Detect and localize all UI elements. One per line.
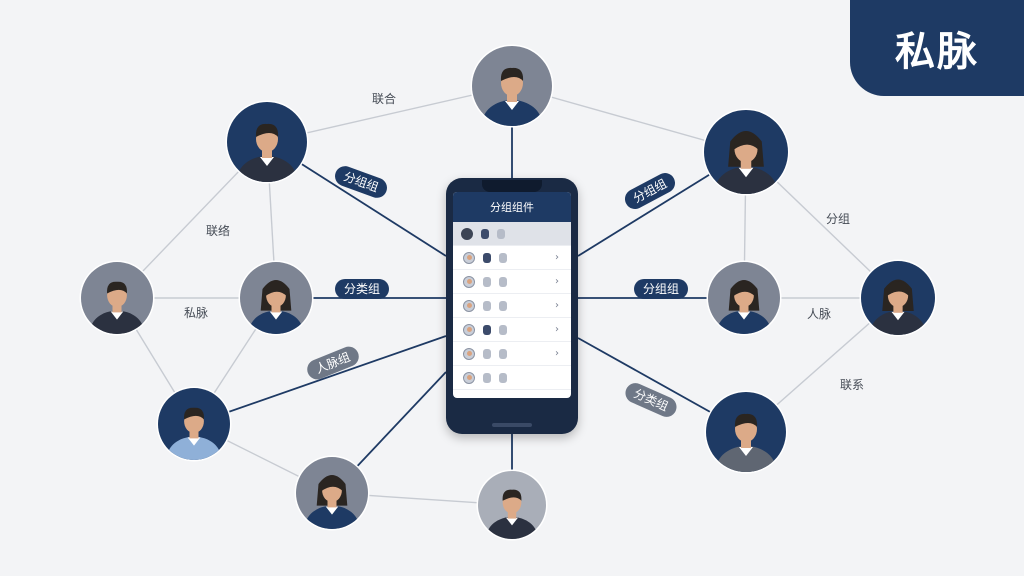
contact-top-left-avatar[interactable]	[225, 100, 309, 205]
group-tag-mid-left[interactable]: 分类组	[335, 279, 390, 299]
list-placeholder-bar	[483, 372, 491, 383]
link-label-right-mid: 人脉	[807, 307, 832, 321]
list-placeholder-bar	[499, 276, 507, 287]
link-label-right-lower: 联系	[840, 378, 865, 392]
group-tag-mid-right[interactable]: 分组组	[634, 279, 689, 299]
contact-top-center-avatar[interactable]	[470, 44, 554, 149]
contact-list-item[interactable]: ›	[453, 270, 571, 294]
list-placeholder-bar	[499, 300, 507, 311]
link-label-left-mid: 私脉	[184, 306, 209, 320]
list-avatar-icon	[463, 299, 475, 312]
list-placeholder-bar	[483, 324, 491, 335]
list-avatar-icon	[463, 323, 475, 336]
contact-list-item[interactable]: ›	[453, 342, 571, 366]
contact-bottom-left-avatar[interactable]	[294, 455, 370, 549]
brand-title: 私脉	[895, 29, 979, 75]
contact-left-outer-avatar[interactable]	[79, 260, 155, 354]
phone-connection-line	[193, 335, 447, 425]
contact-bottom-center-avatar[interactable]	[476, 469, 548, 558]
list-placeholder-bar	[499, 348, 507, 359]
link-label-left-upper: 联络	[206, 224, 231, 238]
contact-list-item[interactable]	[453, 366, 571, 390]
contact-right-outer-avatar[interactable]	[859, 259, 937, 356]
chevron-right-icon: ›	[555, 300, 559, 311]
contact-list-item[interactable]	[453, 222, 571, 246]
brand-badge: 私脉	[850, 0, 1024, 96]
contact-list-item[interactable]: ›	[453, 318, 571, 342]
list-placeholder-bar	[481, 228, 489, 239]
list-avatar-icon	[461, 227, 473, 240]
contact-lower-left-avatar[interactable]	[156, 386, 232, 480]
contact-avatars	[79, 44, 937, 558]
chevron-right-icon: ›	[555, 276, 559, 287]
list-avatar-icon	[463, 251, 475, 264]
list-placeholder-bar	[483, 276, 491, 287]
contact-list-item[interactable]: ›	[453, 246, 571, 270]
list-placeholder-bar	[483, 300, 491, 311]
list-placeholder-bar	[499, 252, 507, 263]
contact-lower-right-avatar[interactable]	[704, 390, 788, 495]
list-placeholder-bar	[483, 348, 491, 359]
contact-right-inner-avatar[interactable]	[706, 260, 782, 354]
list-placeholder-bar	[499, 324, 507, 335]
chevron-right-icon: ›	[555, 348, 559, 359]
contact-list: › › › › ›	[453, 222, 571, 390]
contact-left-inner-avatar[interactable]	[238, 260, 314, 354]
chevron-right-icon: ›	[555, 324, 559, 335]
list-avatar-icon	[463, 371, 475, 384]
contact-top-right-avatar[interactable]	[702, 108, 790, 218]
list-avatar-icon	[463, 347, 475, 360]
phone-mockup: 分组组件 › › › › ›	[446, 178, 578, 434]
link-label-top: 联合	[372, 92, 397, 106]
list-placeholder-bar	[499, 372, 507, 383]
link-label-right-upper: 分组	[826, 212, 851, 226]
phone-notch	[482, 180, 542, 192]
chevron-right-icon: ›	[555, 252, 559, 263]
list-placeholder-bar	[497, 228, 505, 239]
peer-connection-line	[266, 85, 513, 143]
home-indicator	[492, 423, 532, 427]
phone-screen: 分组组件 › › › › ›	[453, 192, 571, 398]
contact-list-item[interactable]: ›	[453, 294, 571, 318]
list-placeholder-bar	[483, 252, 491, 263]
list-avatar-icon	[463, 275, 475, 288]
phone-screen-title: 分组组件	[453, 192, 571, 222]
